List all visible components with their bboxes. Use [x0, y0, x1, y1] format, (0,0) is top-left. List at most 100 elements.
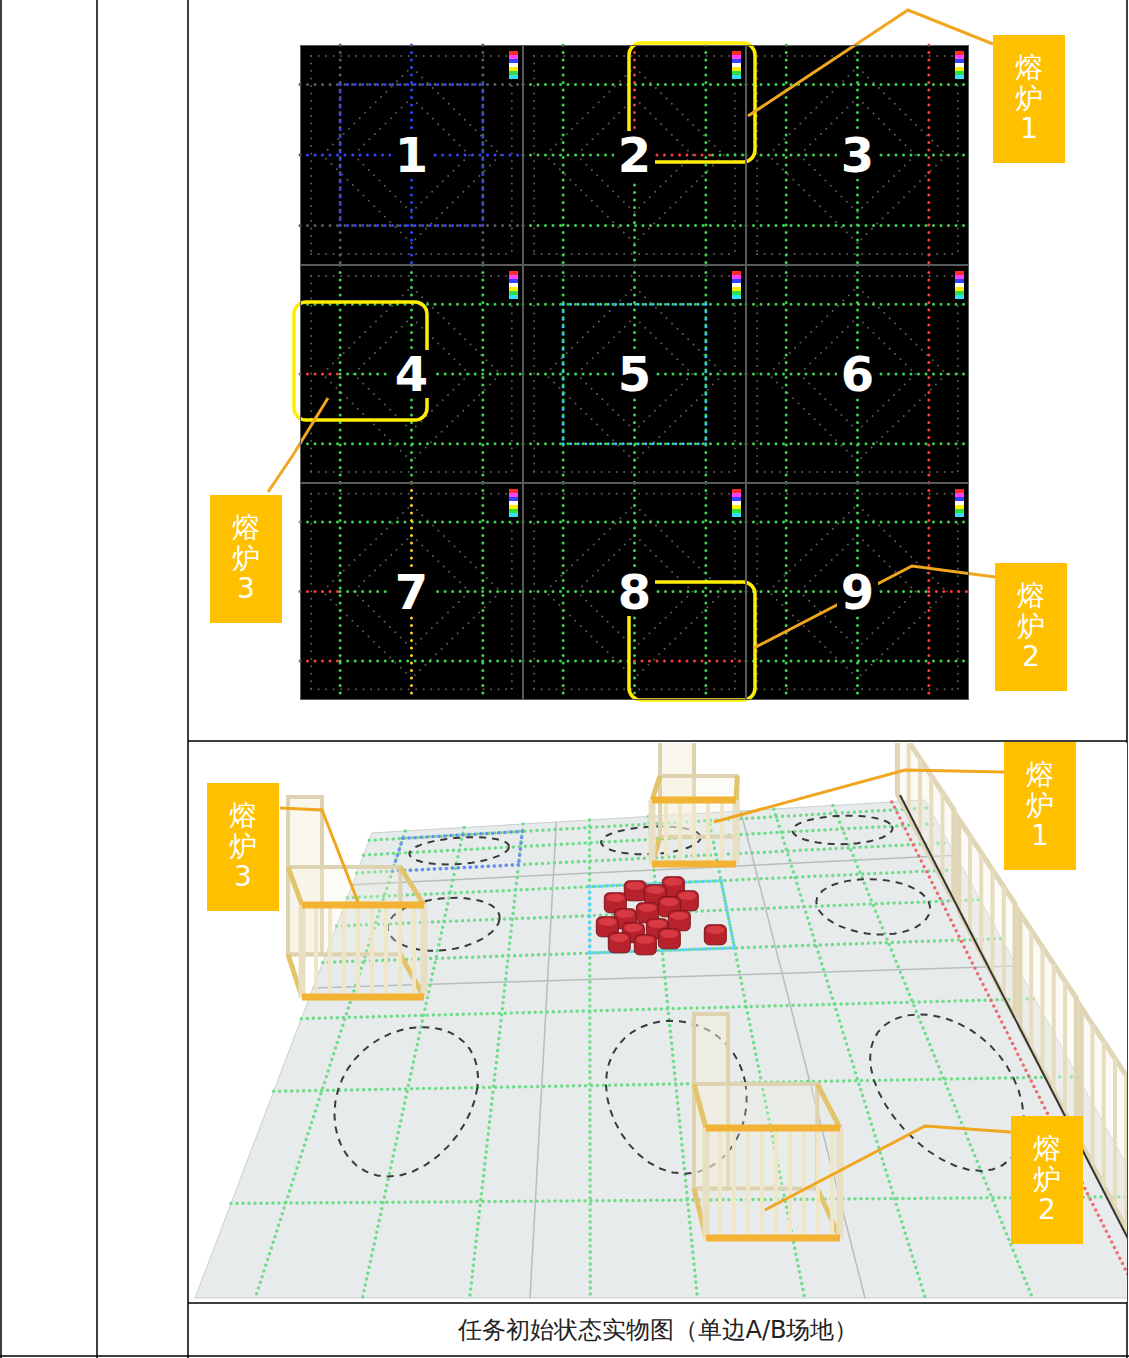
dashed-circle: [334, 1027, 478, 1176]
red-block-top: [678, 892, 696, 900]
field-floor: [195, 800, 1127, 1298]
red-block-top: [706, 926, 724, 934]
led-line: [403, 831, 522, 838]
status-bar: [509, 279, 518, 283]
led-line: [562, 265, 565, 483]
cage-rail: [288, 867, 302, 905]
fence-frame: [1020, 913, 1076, 1134]
cage-post: [299, 905, 306, 997]
red-block-top: [646, 886, 664, 894]
status-bar: [732, 279, 741, 283]
cage-rim: [706, 1235, 840, 1242]
fence-bar: [929, 776, 933, 859]
cage-bar: [398, 905, 402, 997]
cage-bar: [732, 1128, 736, 1238]
cage-bar: [802, 1128, 806, 1238]
cage-rail: [817, 1084, 840, 1128]
led-line: [533, 56, 535, 254]
led-line: [340, 659, 523, 662]
status-bar: [732, 55, 741, 59]
status-bar: [955, 55, 964, 59]
field-tile: 7: [300, 483, 523, 700]
status-bar: [509, 493, 518, 497]
red-block: [658, 929, 680, 949]
status-bar: [732, 71, 741, 75]
table-rule: [0, 0, 2, 1358]
node-label: 熔炉 1: [1015, 53, 1043, 145]
status-bar: [955, 283, 964, 287]
led-line: [927, 265, 930, 483]
status-bar: [509, 295, 518, 299]
led-line: [704, 483, 707, 700]
status-bar: [509, 71, 518, 75]
cage-back: [694, 1084, 817, 1189]
status-bar: [955, 59, 964, 63]
led-tile: [300, 483, 523, 700]
cage-rail: [694, 1084, 706, 1128]
led-line: [562, 45, 565, 265]
fence-bar: [941, 793, 945, 881]
led-line: [534, 471, 735, 473]
led-line: [533, 276, 535, 472]
led-line: [704, 304, 707, 444]
cage-rim: [302, 994, 424, 1001]
status-bar: [955, 67, 964, 71]
status-bar: [732, 513, 741, 517]
status-bar: [509, 287, 518, 291]
led-line: [704, 45, 707, 265]
cage-bar: [718, 1128, 722, 1238]
fence-bar: [1063, 981, 1067, 1113]
cage-bar: [760, 1128, 764, 1238]
red-block: [668, 911, 690, 931]
dashed-circle: [870, 1014, 1024, 1170]
red-block-top: [624, 924, 642, 932]
node-label: 熔炉 2: [1017, 581, 1045, 673]
node-label: 熔炉 1: [1026, 760, 1054, 852]
led-line: [481, 483, 484, 700]
led-line: [563, 303, 706, 306]
status-bar: [509, 75, 518, 79]
field-tile: 2: [523, 45, 746, 265]
status-bar: [955, 291, 964, 295]
tile-ground: [300, 483, 523, 700]
status-bar: [955, 489, 964, 493]
furnace-callout: 熔炉 2: [1011, 1116, 1083, 1244]
led-line: [523, 659, 635, 662]
status-bar: [732, 283, 741, 287]
furnace-callout: 熔炉 1: [1004, 742, 1076, 870]
status-bar: [509, 509, 518, 513]
table-rule: [187, 0, 189, 1358]
led-line: [534, 493, 735, 495]
tile-ground: [523, 45, 746, 265]
led-line: [785, 45, 788, 265]
status-bar: [955, 71, 964, 75]
red-block-top: [636, 936, 654, 944]
status-bar: [955, 295, 964, 299]
fence-bar: [979, 853, 983, 954]
fence-frame: [897, 743, 953, 902]
leader-lines: [268, 10, 1011, 1210]
led-line: [310, 56, 312, 254]
table-rule: [1126, 0, 1128, 1358]
led-line: [927, 45, 930, 265]
leader-line: [748, 10, 993, 116]
tile-ground: [523, 265, 746, 483]
node-label: 2: [614, 131, 655, 179]
cage-rail: [652, 776, 660, 800]
red-block-top: [626, 882, 644, 890]
led-line: [519, 831, 523, 864]
tile-ground: [300, 45, 523, 265]
fence-panel: [1081, 1007, 1127, 1250]
cage-post: [703, 1128, 710, 1238]
status-bar: [955, 275, 964, 279]
status-bar: [509, 275, 518, 279]
cage-bar: [314, 905, 318, 997]
node-label: 熔炉 3: [232, 513, 260, 605]
status-bar: [732, 271, 741, 275]
led-line: [533, 494, 535, 689]
caption-cell: 任务初始状态实物图（单边A/B场地）: [189, 1306, 1127, 1354]
led-tile: [300, 265, 523, 483]
red-block: [704, 925, 726, 945]
status-bar: [732, 291, 741, 295]
dashed-circle: [816, 879, 930, 934]
